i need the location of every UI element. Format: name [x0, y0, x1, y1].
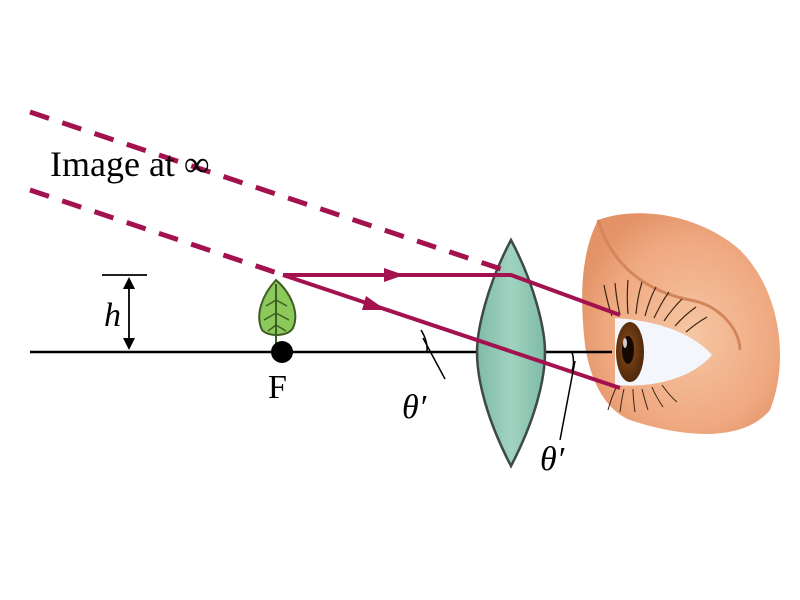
- ray-through-center: [282, 273, 621, 390]
- angle-leader-lens: [422, 337, 446, 380]
- angle-arc-eye: [571, 351, 575, 372]
- angle-leader-eye: [559, 360, 576, 441]
- eye-icon: [582, 213, 780, 434]
- ray-parallel: [283, 273, 621, 317]
- height-marker: [102, 274, 147, 346]
- arrow-head-center: [362, 296, 386, 310]
- face-skin: [582, 213, 780, 434]
- eyelid-fold: [596, 219, 742, 351]
- height-label: h: [104, 297, 121, 334]
- height-arrow-down: [123, 338, 135, 350]
- focal-point-marker: [271, 341, 293, 363]
- angle-arc-lens: [420, 329, 428, 353]
- eye-highlight: [623, 338, 627, 348]
- arrow-head-parallel: [384, 268, 404, 282]
- focal-point-label: F: [268, 369, 287, 406]
- upper-eyelashes: [603, 279, 708, 333]
- real-rays: [282, 273, 621, 390]
- virtual-ray-upper: [29, 109, 511, 275]
- angle-label-eye: θ′: [540, 441, 565, 478]
- virtual-ray-lower: [29, 187, 284, 278]
- image-at-infinity-label: Image at ∞: [50, 144, 210, 184]
- leaf-icon: [258, 278, 297, 345]
- angle-label-lens: θ′: [402, 389, 427, 426]
- height-arrow-up: [123, 277, 135, 289]
- lower-eyelashes: [607, 384, 678, 413]
